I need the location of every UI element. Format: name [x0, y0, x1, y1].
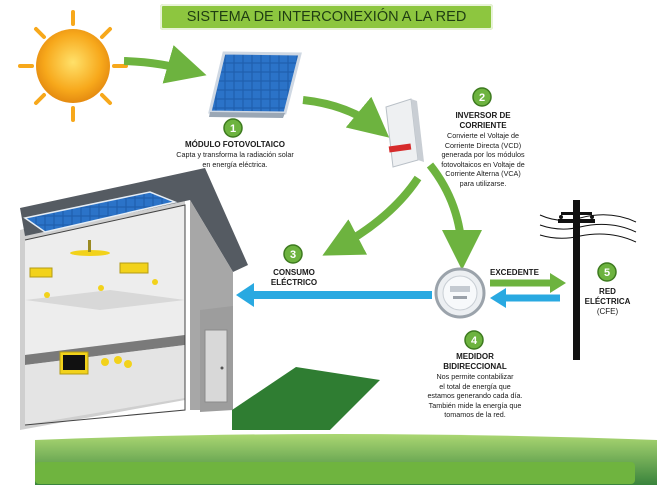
- bidirectional-meter-icon: [434, 267, 486, 319]
- step-1-desc-line-2: en energía eléctrica.: [202, 159, 268, 169]
- house-illustration: [20, 168, 380, 430]
- step-2-desc-line-6: para utilizarse.: [459, 178, 507, 188]
- arrow-meter-to-house: [236, 283, 432, 307]
- step-2-label: INVERSOR DE CORRIENTE Convierte el Volta…: [428, 111, 538, 188]
- arrow-surplus-to-grid: [490, 273, 566, 293]
- badge-2: 2: [472, 87, 492, 107]
- arrow-inverter-to-meter: [426, 162, 482, 270]
- step-4-desc-line-3: estamos generando cada día.: [427, 391, 523, 400]
- step-2-heading-line-1: INVERSOR DE: [455, 111, 511, 120]
- step-2-desc-line-4: fotovoltaicos en Voltaje de: [441, 159, 525, 169]
- step-5-heading-line-3: (CFE): [596, 307, 619, 316]
- surplus-label: EXCEDENTE: [490, 268, 539, 277]
- badge-4: 4: [464, 330, 484, 350]
- step-4-desc-line-2: el total de energía que: [439, 381, 511, 391]
- step-3-heading-line-2: ELÉCTRICO: [270, 278, 318, 287]
- step-4-desc-line-1: Nos permite contabilizar: [436, 372, 514, 381]
- utility-pole-icon: [539, 200, 637, 360]
- step-5-heading-line-1: RED: [599, 287, 616, 296]
- badge-4-number: 4: [471, 335, 478, 347]
- badge-3-number: 3: [290, 249, 296, 261]
- step-4-heading-line-2: BIDIRECCIONAL: [443, 362, 507, 371]
- step-3-heading-line-1: CONSUMO: [273, 268, 315, 277]
- arrow-sun-to-panel: [123, 45, 207, 84]
- step-2-desc-line-1: Convierte el Voltaje de: [447, 131, 519, 140]
- step-3-label: CONSUMO ELÉCTRICO: [255, 268, 333, 288]
- badge-5: 5: [597, 262, 617, 282]
- solar-panel-icon: [208, 51, 302, 118]
- step-4-label: MEDIDOR BIDIRECCIONAL Nos permite contab…: [405, 352, 545, 420]
- step-4-heading-line-1: MEDIDOR: [456, 352, 494, 361]
- badge-1-number: 1: [230, 123, 236, 135]
- arrow-panel-to-inverter: [302, 96, 390, 138]
- step-2-heading-line-2: CORRIENTE: [459, 121, 507, 130]
- badge-3: 3: [283, 244, 303, 264]
- badge-5-number: 5: [604, 267, 610, 279]
- inverter-icon: [385, 98, 424, 168]
- arrow-inverter-to-consumption: [322, 175, 422, 256]
- step-1-label: MÓDULO FOTOVOLTAICO Capta y transforma l…: [155, 140, 315, 169]
- title-banner: [160, 4, 493, 30]
- step-2-desc-line-2: Corriente Directa (VCD): [444, 140, 522, 150]
- step-2-desc-line-5: Corriente Alterna (VCA): [445, 169, 521, 178]
- step-4-desc-line-5: tomamos de la red.: [444, 410, 506, 419]
- badge-1: 1: [223, 118, 243, 138]
- step-1-heading: MÓDULO FOTOVOLTAICO: [185, 140, 285, 149]
- arrow-grid-to-meter: [490, 288, 560, 308]
- step-5-heading-line-2: ELÉCTRICA: [584, 297, 631, 306]
- step-2-desc-line-3: generada por los módulos: [441, 150, 525, 159]
- step-1-desc-line-1: Capta y transforma la radiación solar: [176, 150, 294, 159]
- ground-band: [35, 434, 657, 485]
- badge-2-number: 2: [479, 92, 485, 104]
- page-title: SISTEMA DE INTERCONEXIÓN A LA RED: [186, 9, 467, 25]
- sun-icon: [18, 10, 128, 122]
- step-4-desc-line-4: También mide la energía que: [428, 400, 522, 410]
- step-5-label: RED ELÉCTRICA (CFE): [580, 287, 635, 317]
